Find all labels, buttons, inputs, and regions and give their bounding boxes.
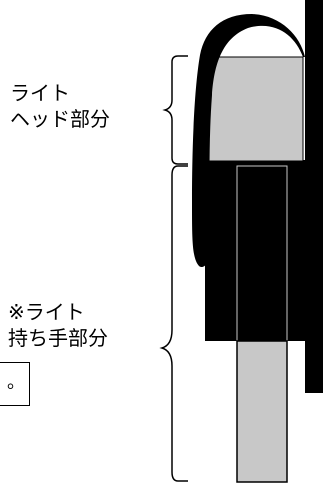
- handle-label-line1: ※ライト: [8, 300, 85, 324]
- handle-label-line2: 持ち手部分: [8, 326, 108, 350]
- head-label-line2: ヘッド部分: [10, 107, 110, 131]
- note-box: 。: [0, 362, 30, 406]
- handle-upper: [236, 165, 288, 342]
- head-bracket: [162, 55, 188, 165]
- strap-loop: [192, 14, 305, 268]
- note-text: 。: [7, 372, 25, 393]
- wall-bar: [305, 0, 323, 393]
- handle-lower: [236, 340, 288, 483]
- light-head: [204, 56, 304, 162]
- handle-bracket: [159, 165, 188, 482]
- head-label-line1: ライト: [10, 81, 70, 105]
